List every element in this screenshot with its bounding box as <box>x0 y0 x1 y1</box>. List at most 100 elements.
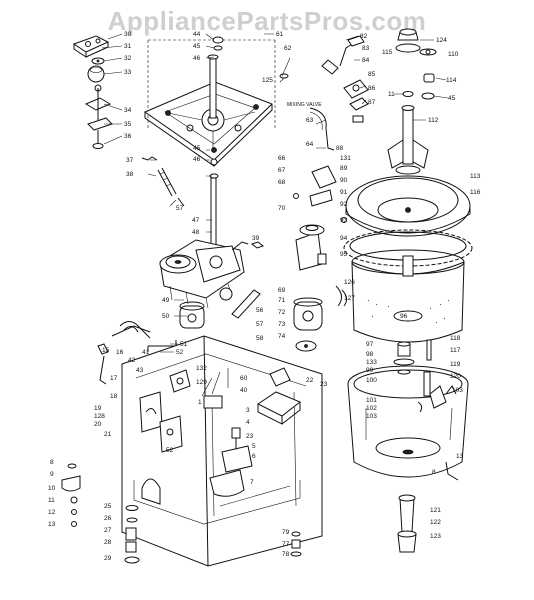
callout-57: 57 <box>176 205 184 212</box>
callout-leaders <box>101 33 449 353</box>
callout-5: 5 <box>252 443 256 450</box>
callout-45b: 45 <box>193 145 201 152</box>
callout-129: 129 <box>196 379 207 386</box>
callout-125: 125 <box>262 77 273 84</box>
callout-36: 36 <box>124 133 132 140</box>
callout-119: 119 <box>450 361 461 368</box>
drain-pipe-parts-121-123 <box>397 461 459 553</box>
callout-8: 8 <box>50 459 54 466</box>
callout-118: 118 <box>450 335 461 342</box>
callout-102: 102 <box>366 405 377 412</box>
callout-13b: 13 <box>456 453 464 460</box>
callout-95: 95 <box>340 251 348 258</box>
pump-bracket-part-21-52 <box>159 415 183 453</box>
callout-100: 100 <box>366 377 377 384</box>
bracket-parts-88-92 <box>293 165 347 223</box>
callout-79: 79 <box>282 529 290 536</box>
callout-labels: 30 31 32 33 34 35 36 37 38 44 45 46 61 6… <box>48 31 481 562</box>
pulley-part-74 <box>295 340 317 352</box>
callout-117: 117 <box>450 347 461 354</box>
callout-35: 35 <box>124 121 132 128</box>
callout-97: 97 <box>366 341 374 348</box>
callout-11b: 11 <box>48 497 55 504</box>
callout-43: 43 <box>136 367 144 374</box>
callout-41: 41 <box>142 349 150 356</box>
transmission-assembly <box>159 177 249 309</box>
counterweight-part-60-40 <box>257 367 301 425</box>
callout-122: 122 <box>430 519 441 526</box>
controls-parts-128-129-132 <box>139 369 223 433</box>
callout-8b: 8 <box>432 469 436 476</box>
callout-93: 93 <box>340 217 348 224</box>
bracket-part-30 <box>72 35 110 58</box>
callout-82: 82 <box>360 33 368 40</box>
cabinet-base <box>121 335 323 567</box>
switch-parts-1-7 <box>209 427 253 497</box>
callout-128: 128 <box>94 413 105 420</box>
cap-part-33 <box>87 65 105 83</box>
callout-86: 86 <box>368 85 376 92</box>
spring-part-38 <box>157 167 177 197</box>
inner-basket-part-96 <box>351 249 465 343</box>
drain-hose-parts-117-120 <box>423 339 457 397</box>
callout-17: 17 <box>110 375 118 382</box>
callout-123: 123 <box>430 533 441 540</box>
callout-74: 74 <box>278 333 286 340</box>
callout-51: 51 <box>180 341 188 348</box>
callout-85: 85 <box>368 71 376 78</box>
pump-part-69-71 <box>295 224 327 271</box>
leg-parts-8-13-left <box>61 463 81 527</box>
callout-120: 120 <box>450 373 461 380</box>
mounting-plate <box>143 36 289 179</box>
callout-70: 70 <box>278 205 286 212</box>
hose-parts-15-19 <box>97 325 151 385</box>
callout-48: 48 <box>192 229 200 236</box>
callout-67: 67 <box>278 167 286 174</box>
watermark: AppliancePartsPros.com <box>107 6 427 36</box>
agitator-part-112 <box>387 105 429 175</box>
callout-90: 90 <box>340 177 348 184</box>
callout-71: 71 <box>278 297 286 304</box>
callout-37: 37 <box>126 157 134 164</box>
callout-126: 126 <box>344 279 355 286</box>
callout-20: 20 <box>94 421 102 428</box>
callout-45: 45 <box>193 43 201 50</box>
callout-62: 62 <box>284 45 292 52</box>
callout-89: 89 <box>340 165 348 172</box>
callout-96: 96 <box>400 313 408 320</box>
callout-30: 30 <box>124 31 132 38</box>
callout-38: 38 <box>126 171 134 178</box>
callout-28: 28 <box>104 539 112 546</box>
mixing-valve-group <box>309 35 369 151</box>
callout-94: 94 <box>340 235 348 242</box>
callout-60: 60 <box>240 375 248 382</box>
callout-47: 47 <box>192 217 200 224</box>
callout-4: 4 <box>246 419 250 426</box>
callout-45c: 45 <box>448 95 456 102</box>
callout-72: 72 <box>278 309 286 316</box>
callout-3: 3 <box>246 407 250 414</box>
outer-tub-part-100 <box>347 365 469 478</box>
pulley-part-39 <box>250 241 265 249</box>
callout-21: 21 <box>104 431 112 438</box>
motor-part-72-73 <box>293 297 323 331</box>
agitator-cap-parts <box>395 28 437 100</box>
leg-parts-77-79 <box>290 531 302 557</box>
pump-parts-97-99 <box>393 341 415 375</box>
callout-6: 6 <box>252 453 256 460</box>
callout-110: 110 <box>448 51 459 58</box>
callout-29: 29 <box>104 555 112 562</box>
callout-92: 92 <box>340 201 348 208</box>
callout-10: 10 <box>48 485 56 492</box>
callout-112: 112 <box>428 117 439 124</box>
callout-114: 114 <box>446 77 457 84</box>
callout-44: 44 <box>193 31 201 38</box>
motor-part-49 <box>179 301 205 329</box>
callout-68: 68 <box>278 179 286 186</box>
callout-11: 11 <box>388 91 395 98</box>
callout-52: 52 <box>176 349 184 356</box>
callout-99: 99 <box>366 367 374 374</box>
callout-34: 34 <box>124 107 132 114</box>
callout-127: 127 <box>344 295 355 302</box>
callout-84: 84 <box>362 57 370 64</box>
